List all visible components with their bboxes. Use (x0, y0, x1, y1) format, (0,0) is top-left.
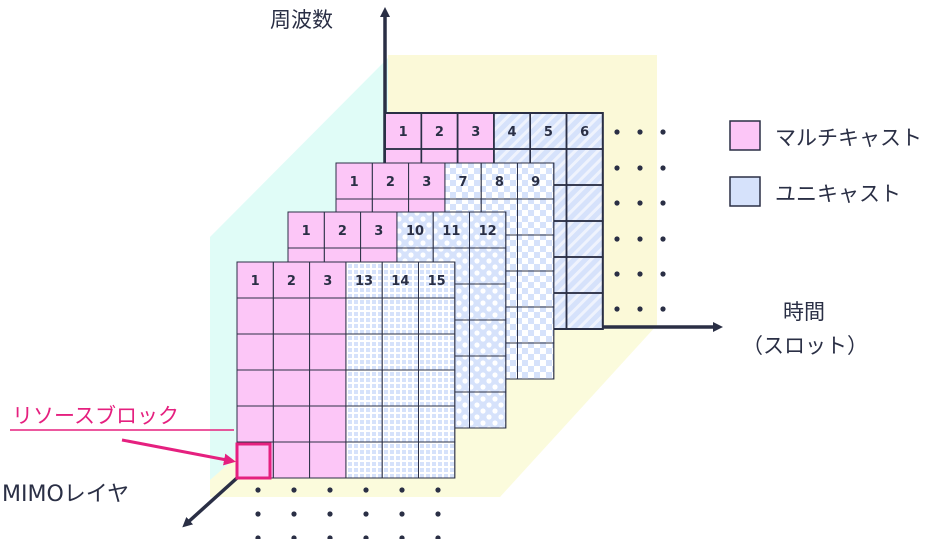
continuation-dot (614, 165, 620, 171)
multicast-block-number: 1 (251, 274, 260, 289)
continuation-dot (363, 487, 369, 493)
continuation-dot (291, 487, 297, 493)
multicast-block-number: 1 (302, 224, 311, 239)
unicast-block-number: 10 (406, 224, 424, 239)
multicast-block-number: 1 (399, 125, 408, 140)
continuation-dot (637, 165, 643, 171)
continuation-dot (435, 511, 441, 517)
continuation-dot (614, 271, 620, 277)
unicast-block-number: 14 (391, 274, 409, 289)
continuation-dot (399, 511, 405, 517)
unicast-block-number: 15 (428, 274, 446, 289)
multicast-block-number: 2 (338, 224, 347, 239)
continuation-dot (435, 487, 441, 493)
continuation-dot (637, 236, 643, 242)
legend-swatch-multicast (729, 120, 761, 151)
continuation-dots (255, 129, 666, 539)
multicast-block-number: 3 (323, 274, 332, 289)
continuation-dot (614, 200, 620, 206)
continuation-dot (435, 535, 441, 539)
continuation-dot (660, 129, 666, 135)
continuation-dot (637, 271, 643, 277)
multicast-block-number: 3 (422, 175, 431, 190)
unicast-block-number: 7 (459, 175, 468, 190)
mimo-axis (182, 476, 239, 528)
continuation-dot (255, 535, 261, 539)
continuation-dot (327, 511, 333, 517)
mimo-axis-label: MIMOレイヤ (2, 482, 130, 507)
time-axis-label: 時間 (783, 300, 825, 324)
multicast-block-number: 2 (287, 274, 296, 289)
continuation-dot (363, 535, 369, 539)
continuation-dot (660, 165, 666, 171)
unicast-block-number: 8 (495, 175, 504, 190)
continuation-dot (614, 306, 620, 312)
time-axis-sublabel: （スロット） (742, 334, 868, 358)
unicast-block-number: 12 (479, 224, 497, 239)
continuation-dot (660, 236, 666, 242)
continuation-dot (660, 200, 666, 206)
continuation-dot (614, 129, 620, 135)
continuation-dot (291, 535, 297, 539)
mimo-layer-1: 1 2 3 13 14 15 (236, 261, 456, 479)
unicast-block-number: 6 (580, 125, 589, 140)
legend-label-multicast: マルチキャスト (775, 126, 922, 150)
highlighted-resource-block (235, 442, 272, 480)
multicast-block-number: 3 (374, 224, 383, 239)
frequency-axis-label: 周波数 (270, 8, 333, 32)
continuation-dot (614, 236, 620, 242)
annotation-arrow (121, 438, 236, 466)
unicast-block-number: 11 (442, 224, 460, 239)
continuation-dot (255, 511, 261, 517)
unicast-block-number: 4 (508, 125, 517, 140)
continuation-dot (399, 487, 405, 493)
multicast-block-number: 3 (471, 125, 480, 140)
continuation-dot (291, 511, 297, 517)
unicast-block-number: 9 (531, 175, 540, 190)
continuation-dot (637, 306, 643, 312)
continuation-dot (637, 129, 643, 135)
layer-border (236, 261, 456, 479)
legend-swatch-unicast (729, 176, 761, 207)
continuation-dot (255, 487, 261, 493)
multicast-block-number: 1 (350, 175, 359, 190)
continuation-dot (637, 200, 643, 206)
continuation-dot (660, 271, 666, 277)
unicast-block-number: 13 (355, 274, 373, 289)
multicast-block-number: 2 (435, 125, 444, 140)
continuation-dot (327, 487, 333, 493)
continuation-dot (660, 306, 666, 312)
resource-block-label: リソースブロック (12, 404, 179, 428)
continuation-dot (399, 535, 405, 539)
continuation-dot (363, 511, 369, 517)
unicast-block-number: 5 (544, 125, 553, 140)
multicast-block-number: 2 (386, 175, 395, 190)
continuation-dot (327, 535, 333, 539)
legend-label-unicast: ユニキャスト (775, 182, 901, 206)
